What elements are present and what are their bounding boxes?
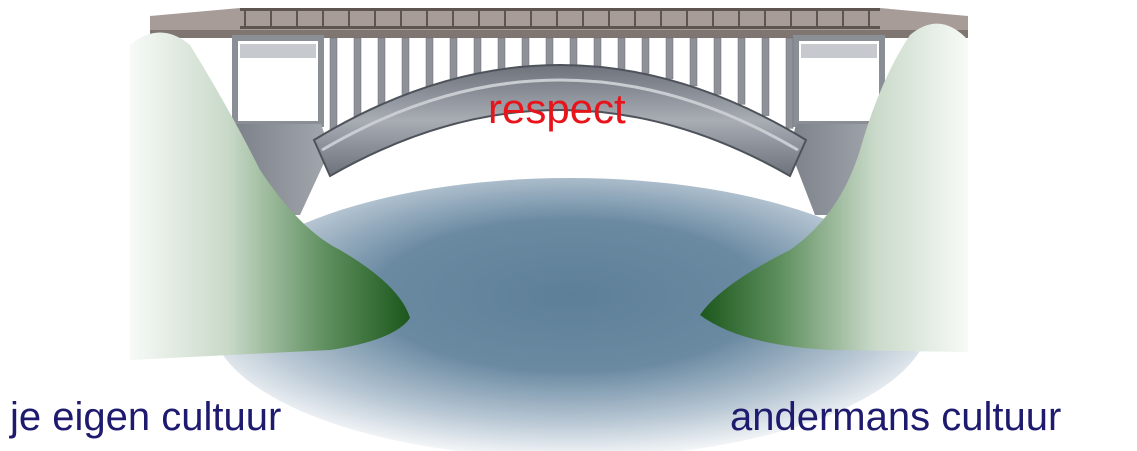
railing-post [816, 11, 818, 26]
spandrel-column [450, 38, 457, 80]
bridge-label: respect [488, 88, 626, 130]
railing-post [426, 11, 428, 26]
spandrel-column [474, 38, 481, 74]
spandrel-column [498, 38, 505, 70]
railing-post [686, 11, 688, 26]
left-bank-label: je eigen cultuur [10, 397, 281, 437]
railing-post [322, 11, 324, 26]
railing-post [764, 11, 766, 26]
railing-post [452, 11, 454, 26]
spandrel-column [402, 38, 409, 96]
railing-post [712, 11, 714, 26]
railing-post [530, 11, 532, 26]
spandrel-column [714, 38, 721, 94]
bridge-deck [150, 8, 968, 38]
railing-post [582, 11, 584, 26]
spandrel-column [354, 38, 361, 118]
spandrel-column [642, 38, 649, 73]
railing-post [738, 11, 740, 26]
railing-post [348, 11, 350, 26]
spandrel-column [786, 38, 793, 128]
spandrel-column [330, 38, 337, 131]
spandrel-column [762, 38, 769, 116]
railing-post [790, 11, 792, 26]
spandrel-column [426, 38, 433, 87]
spandrel-column [618, 38, 625, 69]
railing-post [608, 11, 610, 26]
spandrel-column [594, 38, 601, 66]
spandrel-column [570, 38, 577, 65]
spandrel-column [522, 38, 529, 67]
railing-post [556, 11, 558, 26]
railing-post [504, 11, 506, 26]
railing-post [244, 11, 246, 26]
railing-post [660, 11, 662, 26]
spandrel-column [666, 38, 673, 79]
railing-post [478, 11, 480, 26]
railing-post [634, 11, 636, 26]
spandrel-column [738, 38, 745, 104]
railing-post [270, 11, 272, 26]
spandrel-column [690, 38, 697, 86]
spandrel-column [378, 38, 385, 106]
right-bank-label: andermans cultuur [730, 397, 1061, 437]
railing-post [296, 11, 298, 26]
railing-post [400, 11, 402, 26]
railing-post [868, 11, 870, 26]
railing-post [842, 11, 844, 26]
spandrel-column [546, 38, 553, 65]
railing-post [374, 11, 376, 26]
